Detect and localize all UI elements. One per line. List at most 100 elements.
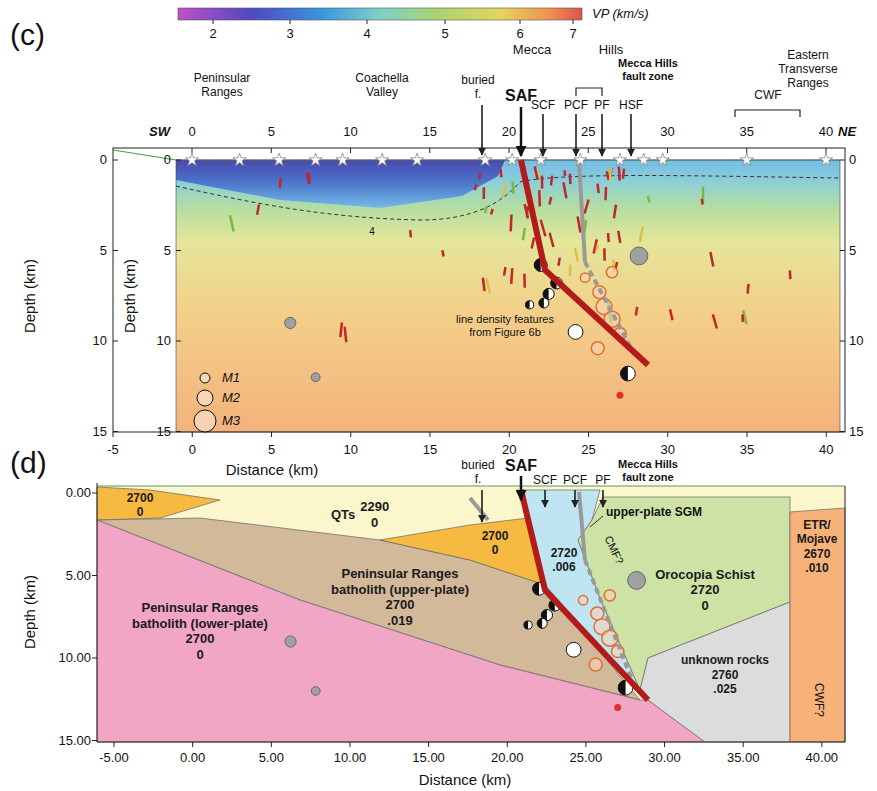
tick-mark [445,20,446,24]
unit-qts [97,486,845,742]
earthquake [589,658,602,671]
unit-name: Orocopia Schist [655,567,755,583]
density-stroke [503,183,506,198]
tick-label: 15 [93,424,107,439]
tick-mark [429,148,430,153]
tick-label: 15 [423,443,437,458]
legend-label: M1 [222,371,240,386]
density-stroke [648,196,650,203]
pointer-arrow [542,114,544,156]
station-star [410,153,423,166]
earthquake [630,247,648,265]
density-stroke [603,248,606,261]
tick-label: 20 [502,443,516,458]
density-stroke [609,168,612,181]
tick-mark [92,575,97,576]
station-star [376,153,389,166]
axis-title: Depth (km) [121,259,138,333]
tick-label: 30 [661,443,675,458]
tick-mark [585,742,586,747]
rock-unit: QTs22900 [331,499,389,530]
tick-label: 0 [100,153,107,168]
tick-mark [840,341,845,342]
density-value: 2700 [315,597,485,613]
pointer-arrow [481,490,483,522]
earthquake [568,325,583,340]
density-stroke [598,184,599,193]
tick-mark [747,432,748,437]
density-stroke [614,205,616,218]
place-label: Coachella Valley [342,72,422,100]
earthquake [566,642,581,657]
earthquake-fill [526,301,530,309]
unit-etr [790,508,845,742]
earthquake-fill [524,621,528,629]
density-stroke [485,206,487,213]
legend-sample [197,390,213,406]
place-label: Hills [599,43,624,58]
panel-c [113,88,845,432]
tick-mark [507,742,508,747]
tick-mark [113,160,118,161]
density-stroke [746,284,749,294]
density-value: .019 [315,613,485,629]
legend-sample [200,373,210,383]
tick-label: 10.00 [334,751,367,766]
density-stroke [486,279,490,294]
rock-unit: 27000 [482,529,509,558]
density-value: 2700 [482,529,509,543]
earthquake [526,301,534,309]
station-star [479,153,492,166]
density-stroke [479,173,480,179]
annotation: line density features from Figure 6b [455,313,555,338]
earthquake [311,373,320,382]
tick-label: 0 [849,153,856,168]
density-stroke [569,174,572,184]
density-stroke [532,238,534,249]
tick-mark [520,20,521,24]
tick-label: 5 [268,125,275,140]
station-star [819,153,832,166]
tick-mark [840,431,845,432]
tick-label: 0.00 [180,751,205,766]
tick-label: 10 [343,125,357,140]
tick-label: 10.00 [58,651,91,666]
density-value: 2290 [360,499,389,515]
contour-line [176,176,840,221]
tick-label: 40 [819,443,833,458]
tick-label: 0 [189,443,196,458]
station-star [273,153,286,166]
axis-title: Distance (km) [226,461,319,478]
place-label: Mecca [513,43,551,58]
graphic [185,153,832,166]
density-value: 2720 [655,582,755,598]
tick-mark [271,742,272,747]
graphic [92,20,845,747]
pointer-arrow [630,114,632,156]
tick-label: 20.00 [491,751,524,766]
bracket [735,110,800,117]
tick-label: 40.00 [806,751,839,766]
density-stroke [789,270,792,279]
density-stroke [701,199,704,205]
colorbar-tick: 7 [569,27,576,42]
earthquake-fill [620,366,627,381]
surface-line [113,150,840,160]
density-stroke [585,200,589,214]
earthquake [614,704,621,711]
plot-frame [176,160,840,432]
density-stroke [279,178,282,189]
density-stroke [549,197,551,205]
density-stroke [563,182,566,198]
tick-label: 10 [849,334,863,349]
leader-line [590,516,603,527]
density-value: 0 [127,505,154,519]
density-stroke [525,204,528,219]
earthquake [620,366,635,381]
fault-label: CWF [754,89,781,103]
unit-orange [97,487,220,520]
density-stroke [509,214,512,231]
tick-mark [271,432,272,437]
graphic [230,166,790,342]
